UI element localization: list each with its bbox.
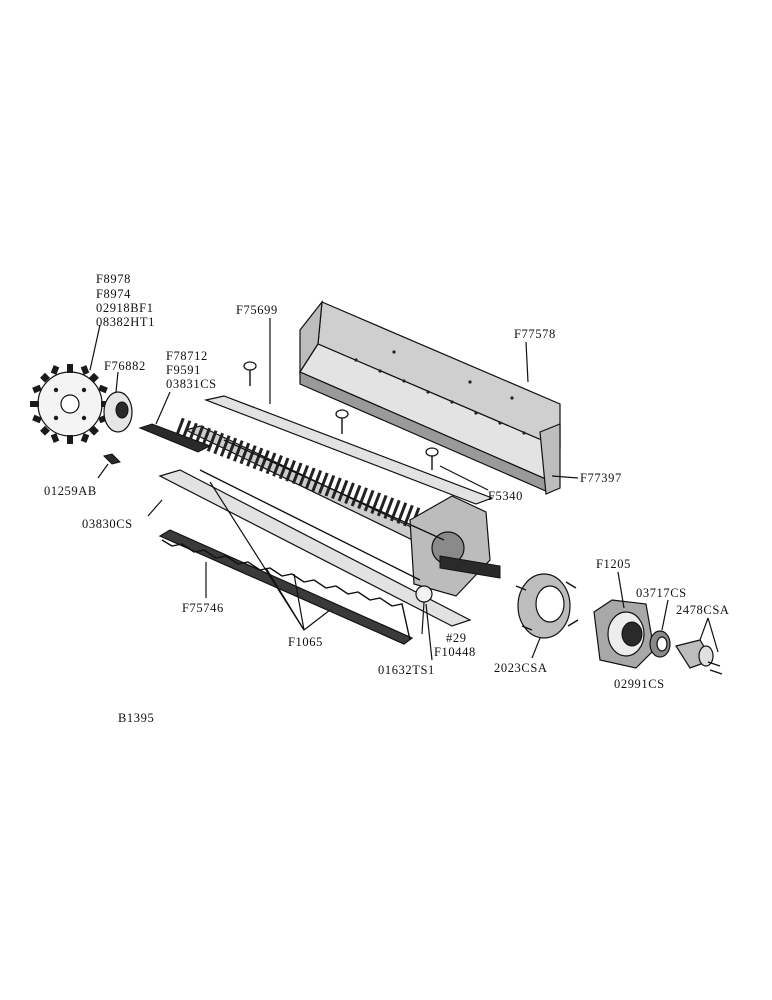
label-02918bf1: 02918BF1 <box>96 301 154 315</box>
reel-drawing <box>138 395 501 627</box>
label-f10448: F10448 <box>434 645 476 659</box>
label-03830cs: 03830CS <box>82 517 133 531</box>
sprocket-drawing <box>30 364 110 444</box>
key-drawing <box>103 453 121 465</box>
seal-drawing <box>649 630 671 658</box>
serrated-bar-drawing <box>158 529 414 645</box>
label-f78712: F78712 <box>166 349 208 363</box>
label-f5340: F5340 <box>488 489 523 503</box>
label-03831cs: 03831CS <box>166 377 217 391</box>
labels: F8978 F8974 02918BF1 08382HT1 F76882 F78… <box>44 272 730 725</box>
cover-panel-drawing <box>299 300 561 495</box>
leader-lines <box>89 318 719 661</box>
label-08382ht1: 08382HT1 <box>96 315 155 329</box>
label-f1205: F1205 <box>596 557 631 571</box>
label-f75699: F75699 <box>236 303 278 317</box>
housing-drawing <box>593 599 655 669</box>
label-01259ab: 01259AB <box>44 484 97 498</box>
label-03717cs: 03717CS <box>636 586 687 600</box>
label-f8974: F8974 <box>96 287 131 301</box>
label-f76882: F76882 <box>104 359 146 373</box>
label-02991cs: 02991CS <box>614 677 665 691</box>
label-f9591: F9591 <box>166 363 201 377</box>
flange-plate-drawing <box>515 573 579 639</box>
label-f1065: F1065 <box>288 635 323 649</box>
label-f8978: F8978 <box>96 272 131 286</box>
hub-drawing <box>103 391 133 433</box>
bolt-drawings <box>243 361 439 470</box>
label-f75746: F75746 <box>182 601 224 615</box>
label-2478csa: 2478CSA <box>676 603 730 617</box>
label-f77397: F77397 <box>580 471 622 485</box>
label-f77578: F77578 <box>514 327 556 341</box>
figure-id: B1395 <box>118 711 154 725</box>
collar-drawing <box>675 639 723 675</box>
label-01632ts1: 01632TS1 <box>378 663 435 677</box>
label-num29: #29 <box>446 631 467 645</box>
label-2023csa: 2023CSA <box>494 661 548 675</box>
